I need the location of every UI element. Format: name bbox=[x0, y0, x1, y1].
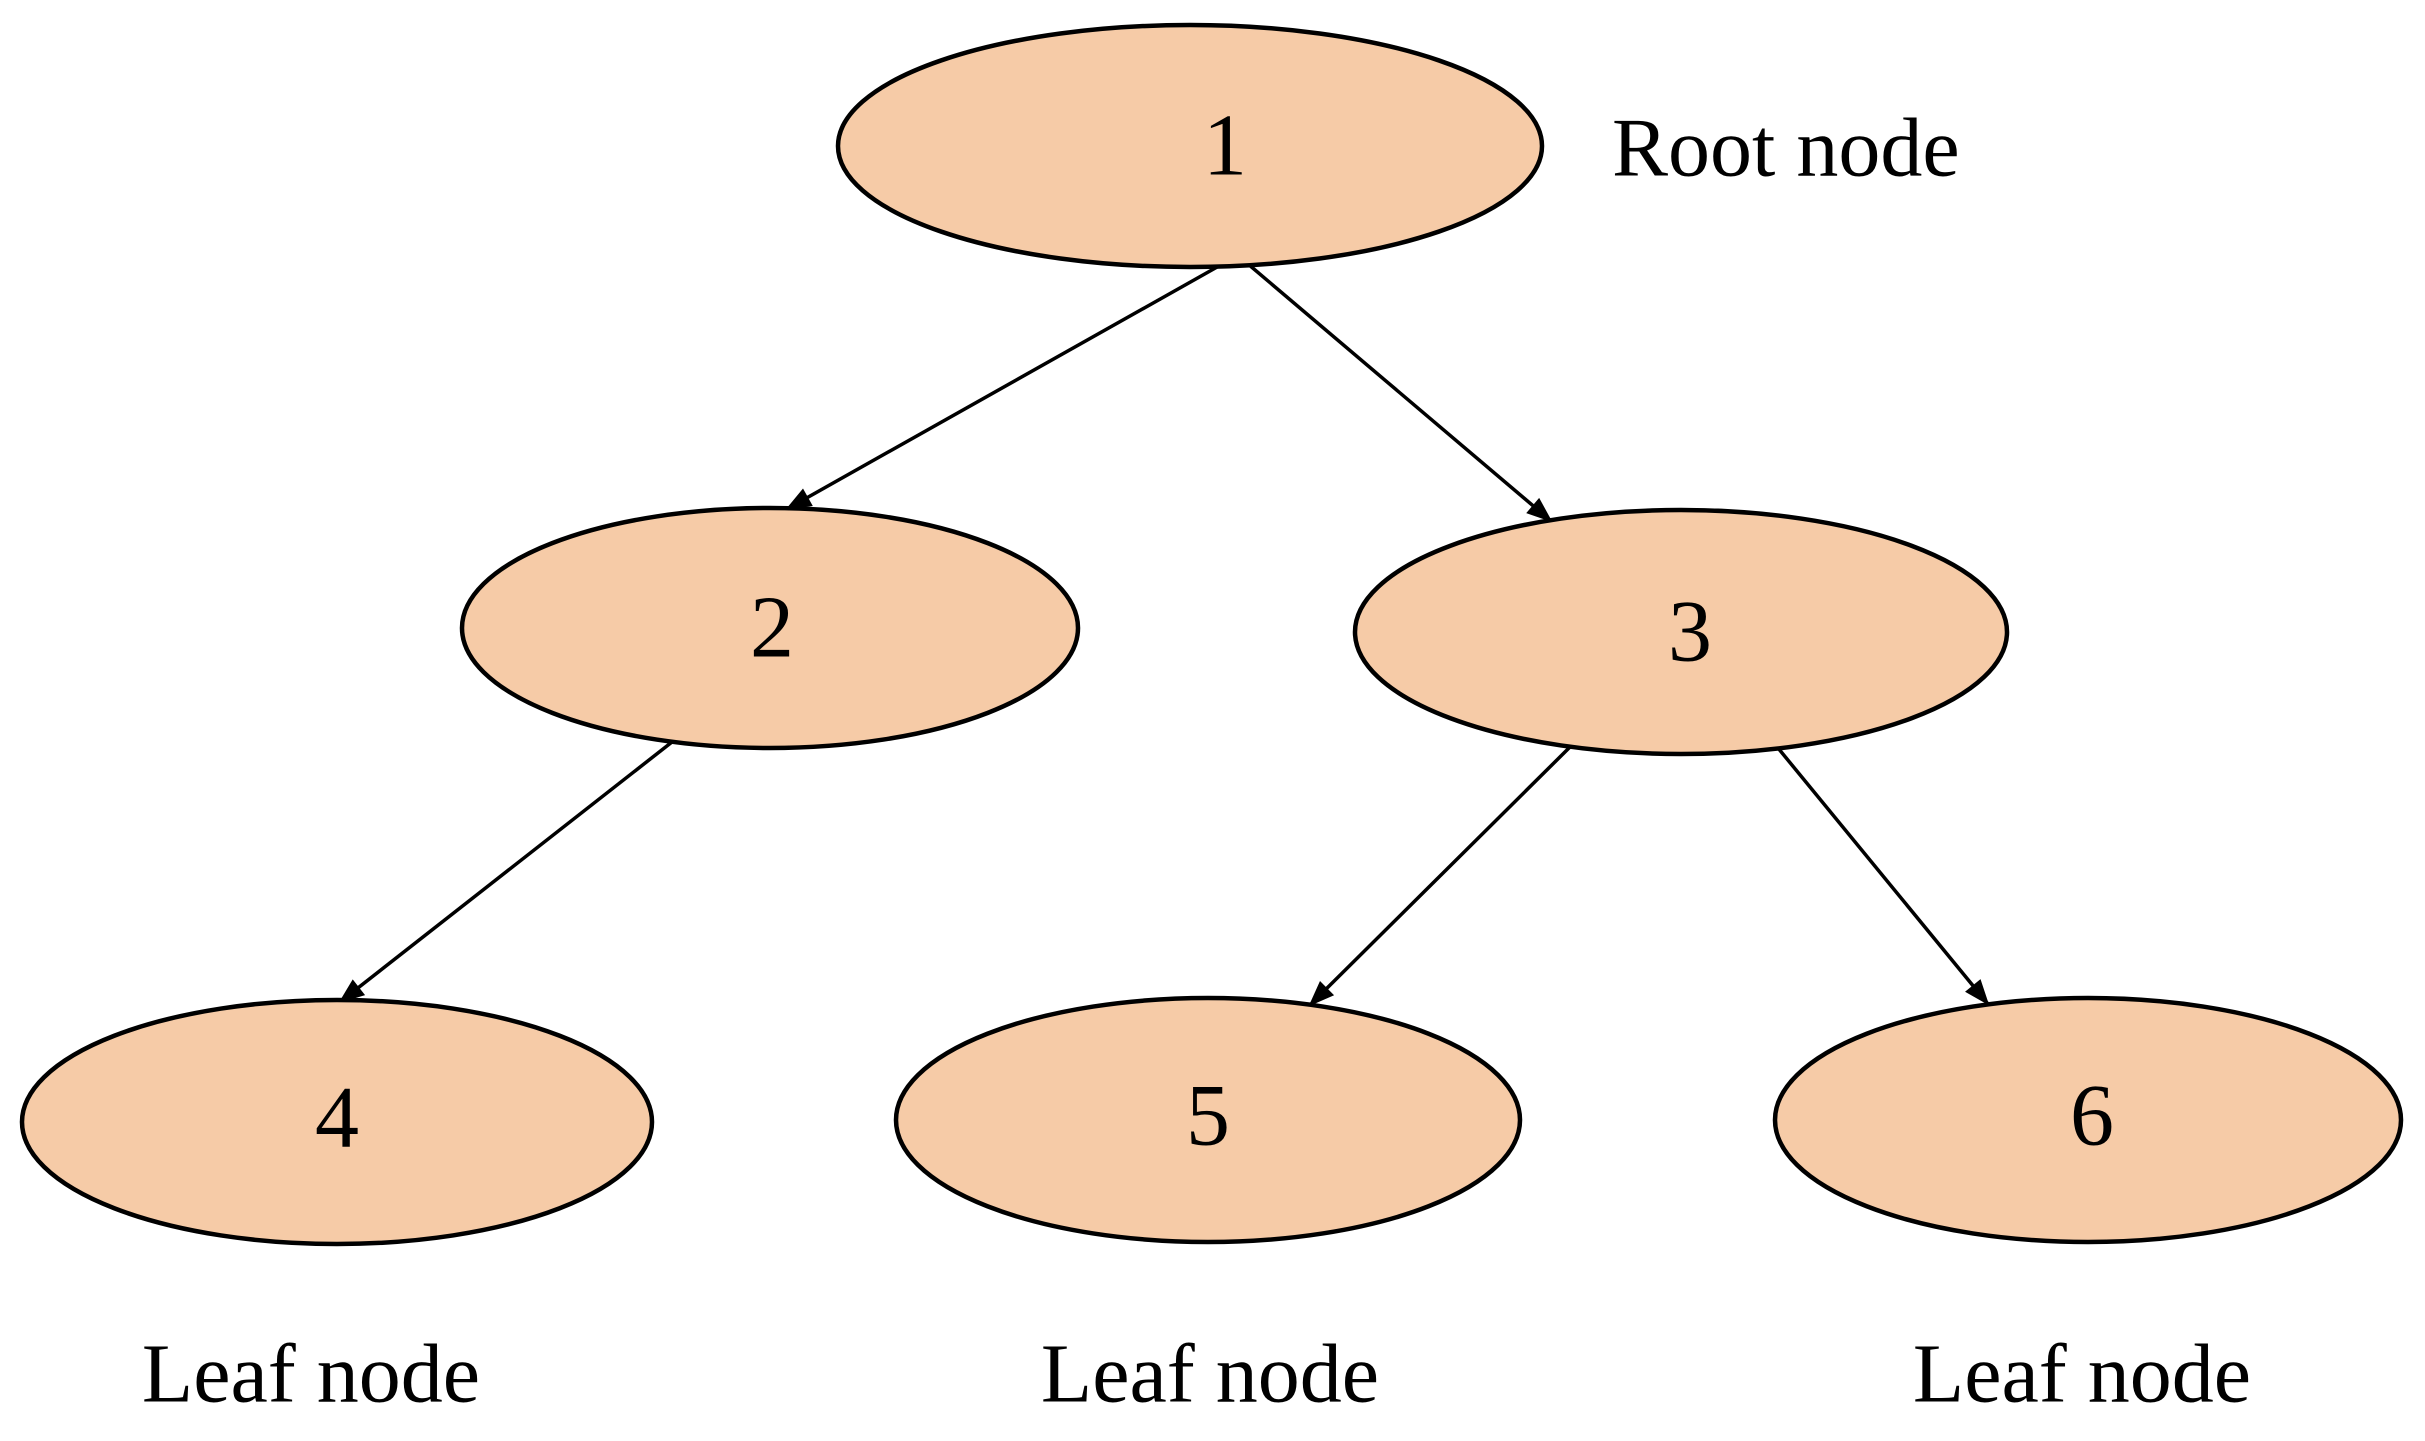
edge-1-3 bbox=[1246, 262, 1553, 523]
node-1-ellipse bbox=[835, 22, 1545, 270]
node-1: 1 bbox=[835, 22, 1545, 270]
edge-1-2 bbox=[785, 260, 1227, 511]
node-3: 3 bbox=[1352, 507, 2010, 757]
edge-3-6 bbox=[1776, 746, 1990, 1006]
node-5-label: 5 bbox=[1186, 1068, 1230, 1165]
edges-layer bbox=[338, 260, 1990, 1007]
node-3-label: 3 bbox=[1668, 584, 1712, 681]
node-2: 2 bbox=[459, 505, 1081, 751]
node-6-label: 6 bbox=[2070, 1068, 2114, 1165]
node-2-ellipse bbox=[459, 505, 1081, 751]
node-1-label: 1 bbox=[1203, 98, 1247, 195]
node-4: 4 bbox=[19, 997, 655, 1247]
root-node-annotation: Root node bbox=[1612, 102, 1960, 195]
node-6: 6 bbox=[1772, 995, 2404, 1245]
edge-2-4 bbox=[338, 740, 674, 1004]
node-2-label: 2 bbox=[750, 580, 794, 677]
leaf-node-annotation-right: Leaf node bbox=[1913, 1328, 2251, 1421]
node-3-ellipse bbox=[1352, 507, 2010, 757]
node-5: 5 bbox=[893, 995, 1523, 1245]
leaf-node-annotation-left: Leaf node bbox=[142, 1328, 480, 1421]
edge-3-5 bbox=[1308, 745, 1572, 1007]
node-4-ellipse bbox=[19, 997, 655, 1247]
node-6-ellipse bbox=[1772, 995, 2404, 1245]
leaf-node-annotation-middle: Leaf node bbox=[1041, 1328, 1379, 1421]
node-5-ellipse bbox=[893, 995, 1523, 1245]
node-4-label: 4 bbox=[315, 1070, 359, 1167]
